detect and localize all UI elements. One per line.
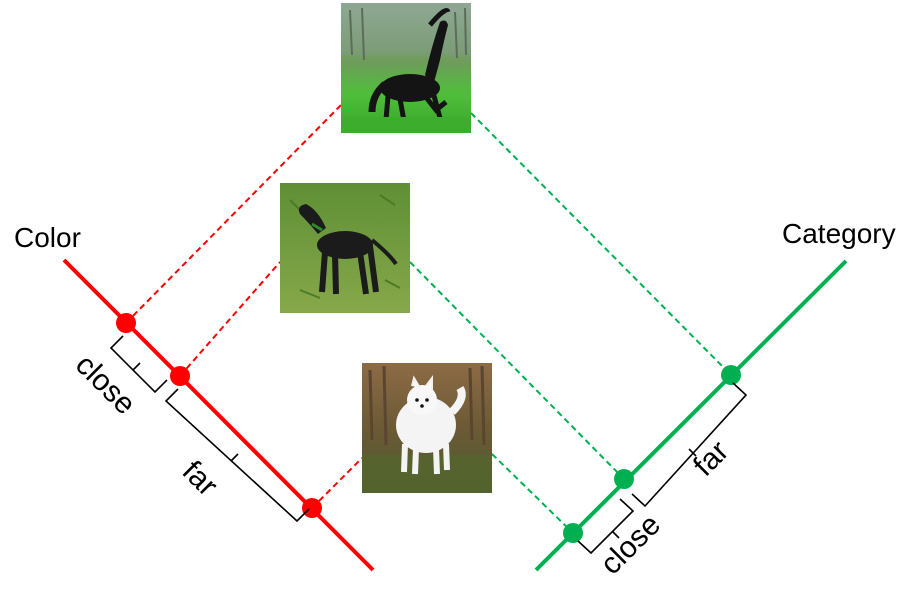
category-far-brace (631, 382, 748, 508)
category-axis-title: Category (782, 218, 896, 249)
color-projection-white-dog (311, 457, 363, 509)
category-projection-white-dog (491, 453, 574, 534)
color-far-brace (164, 388, 310, 523)
category-point-horse (721, 365, 741, 385)
category-projection-black-dog (409, 261, 625, 480)
color-axis-line (62, 258, 375, 572)
category-axis-line (534, 259, 848, 572)
color-projection-black-dog (179, 261, 281, 377)
category-close-brace (577, 498, 635, 555)
category-point-white-dog (563, 523, 583, 543)
category-projection-horse (470, 112, 732, 376)
category-point-black-dog (614, 469, 634, 489)
color-point-white-dog (302, 498, 322, 518)
color-projection-horse (125, 103, 343, 324)
color-point-black-dog (170, 366, 190, 386)
black-dog-image (280, 183, 410, 313)
color-close-brace (109, 335, 168, 394)
color-axis-title: Color (14, 222, 81, 253)
white-dog-image (362, 363, 492, 493)
black-horse-image (341, 3, 471, 133)
color-point-horse (116, 313, 136, 333)
